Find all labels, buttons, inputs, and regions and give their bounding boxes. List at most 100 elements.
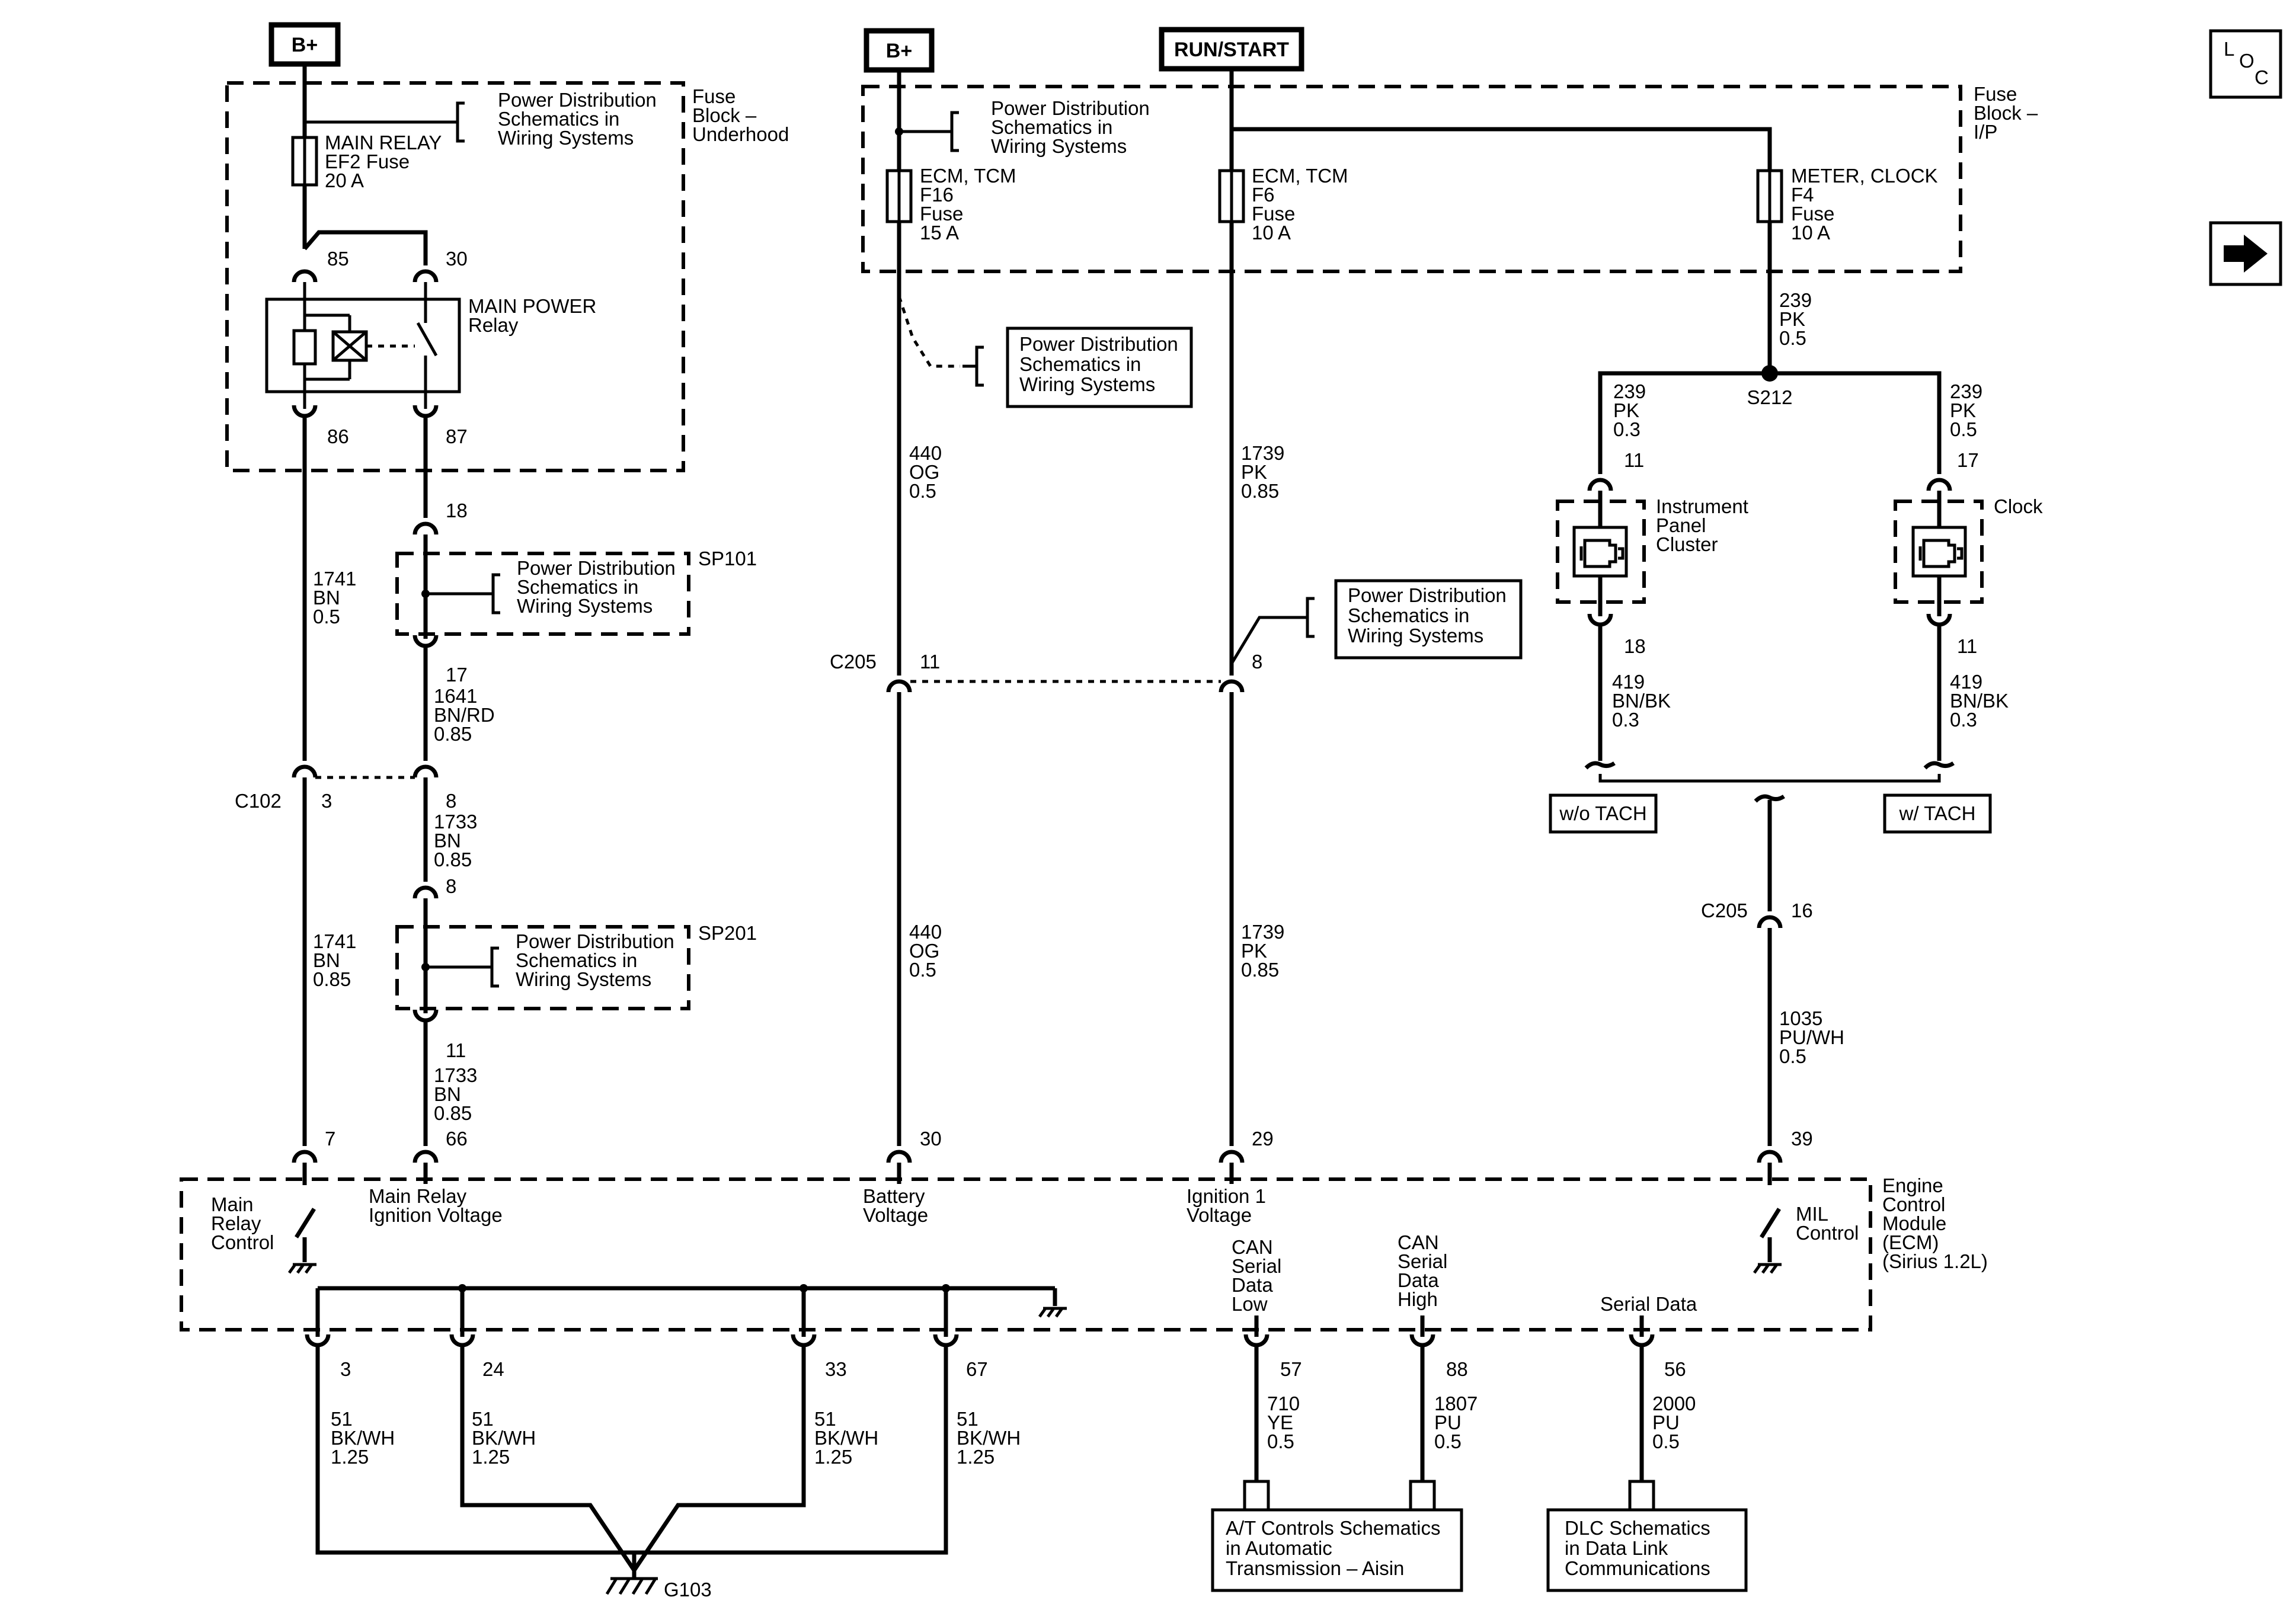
svg-text:Data: Data [1398,1269,1439,1291]
svg-text:MAIN RELAY: MAIN RELAY [325,132,442,153]
svg-text:0.5: 0.5 [1434,1430,1462,1452]
wire-419-left: 419 BN/BK 0.3 [1612,671,1671,731]
svg-text:Data: Data [1232,1274,1273,1296]
next-page-button[interactable] [2209,221,2282,286]
svg-text:A/T Controls Schematics: A/T Controls Schematics [1226,1517,1441,1539]
svg-text:20 A: 20 A [325,169,364,191]
svg-text:Schematics in: Schematics in [991,116,1112,138]
svg-text:O: O [2239,50,2255,72]
b-plus-left-header: B+ [268,22,341,67]
svg-text:I/P: I/P [1974,121,1997,143]
svg-text:239: 239 [1613,380,1646,402]
power-ref-f16: Power Distribution Schematics in Wiring … [897,296,1193,408]
locator-button[interactable]: L O C [2209,29,2282,99]
svg-text:Control: Control [211,1231,274,1253]
svg-text:56: 56 [1664,1358,1686,1380]
svg-text:B+: B+ [886,40,912,62]
svg-text:MAIN POWER: MAIN POWER [468,295,596,317]
svg-text:11: 11 [446,1039,466,1061]
fuse-f4: METER, CLOCK F4 Fuse 10 A [1756,165,1938,244]
svg-text:Cluster: Cluster [1656,533,1718,555]
svg-text:1.25: 1.25 [957,1446,994,1468]
svg-text:8: 8 [1252,651,1262,673]
run-start-header: RUN/START [1159,27,1304,72]
svg-text:1733: 1733 [434,811,477,833]
svg-text:L: L [2224,38,2234,60]
svg-text:Fuse: Fuse [1252,203,1295,225]
svg-text:Power Distribution: Power Distribution [517,557,676,579]
svg-text:8: 8 [446,875,456,897]
svg-text:PK: PK [1950,399,1976,421]
ecm-pins-top: 7 66 30 29 39 [294,1128,1813,1163]
power-ref-ip: Power Distribution Schematics in Wiring … [895,97,1150,157]
svg-text:1.25: 1.25 [814,1446,852,1468]
svg-text:66: 66 [446,1128,468,1150]
svg-text:440: 440 [909,921,942,943]
svg-text:Underhood: Underhood [692,123,789,145]
splice-s212: S212 [1598,365,1942,474]
svg-text:440: 440 [909,442,942,464]
svg-text:Panel: Panel [1656,514,1706,536]
svg-text:51: 51 [814,1408,836,1430]
svg-text:Block –: Block – [692,104,757,126]
svg-text:F6: F6 [1252,184,1275,206]
svg-text:EF2 Fuse: EF2 Fuse [325,151,410,172]
wire-440-a: 440 OG 0.5 [909,442,942,502]
connector-c102: C102 3 8 [235,767,456,812]
svg-text:BN: BN [313,587,340,609]
svg-text:Clock: Clock [1994,495,2043,517]
svg-text:239: 239 [1779,289,1812,311]
svg-text:OG: OG [909,461,939,483]
svg-text:ECM, TCM: ECM, TCM [1252,165,1348,187]
svg-text:Ignition Voltage: Ignition Voltage [369,1204,503,1226]
svg-text:Instrument: Instrument [1656,495,1748,517]
svg-text:BK/WH: BK/WH [472,1427,536,1449]
svg-text:Main: Main [211,1193,254,1215]
b-plus-right-header: B+ [864,28,935,73]
svg-text:0.5: 0.5 [1267,1430,1294,1452]
svg-text:C: C [2255,66,2269,88]
svg-text:CAN: CAN [1232,1236,1273,1258]
svg-text:Battery: Battery [863,1185,925,1207]
svg-text:RUN/START: RUN/START [1174,39,1289,61]
svg-text:51: 51 [957,1408,978,1430]
svg-text:Wiring Systems: Wiring Systems [517,595,653,617]
svg-text:10 A: 10 A [1252,222,1291,244]
svg-text:Serial Data: Serial Data [1600,1293,1697,1315]
svg-text:Low: Low [1232,1293,1268,1315]
wire-1739-b: 1739 PK 0.85 [1241,921,1284,981]
svg-text:BN/BK: BN/BK [1950,690,2009,712]
svg-text:7: 7 [325,1128,335,1150]
svg-text:Module: Module [1882,1212,1946,1234]
engine-control-module: Engine Control Module (ECM) (Sirius 1.2L… [180,1163,1988,1337]
wire-51-1: 51 BK/WH 1.25 [331,1408,395,1468]
svg-text:DLC Schematics: DLC Schematics [1565,1517,1710,1539]
svg-text:11: 11 [1624,449,1644,471]
wire-1741-b: 1741 BN 0.85 [313,930,356,990]
svg-text:1739: 1739 [1241,442,1284,464]
fuse-f6: ECM, TCM F6 Fuse 10 A [1218,165,1348,244]
svg-text:0.3: 0.3 [1613,418,1641,440]
svg-text:Schematics in: Schematics in [516,949,637,971]
svg-text:Power Distribution: Power Distribution [516,930,674,952]
svg-text:24: 24 [482,1358,504,1380]
svg-text:0.85: 0.85 [434,1102,472,1124]
svg-text:BN: BN [434,1083,461,1105]
svg-text:10 A: 10 A [1791,222,1830,244]
fuse-ef2: MAIN RELAY EF2 Fuse 20 A [291,132,442,191]
svg-text:1741: 1741 [313,930,356,952]
option-switch: w/o TACH w/ TACH [1549,761,1992,911]
svg-text:0.5: 0.5 [909,480,936,502]
svg-text:ECM, TCM: ECM, TCM [920,165,1016,187]
wire-419-right: 419 BN/BK 0.3 [1950,671,2009,731]
svg-text:1739: 1739 [1241,921,1284,943]
svg-text:BK/WH: BK/WH [814,1427,878,1449]
svg-text:0.3: 0.3 [1950,709,1977,731]
svg-text:C102: C102 [235,790,282,812]
svg-text:86: 86 [327,425,349,447]
svg-text:MIL: MIL [1796,1203,1828,1225]
svg-text:High: High [1398,1288,1438,1310]
wire-1035: 1035 PU/WH 0.5 [1779,1007,1844,1067]
svg-text:17: 17 [1957,449,1979,471]
svg-text:33: 33 [825,1358,847,1380]
